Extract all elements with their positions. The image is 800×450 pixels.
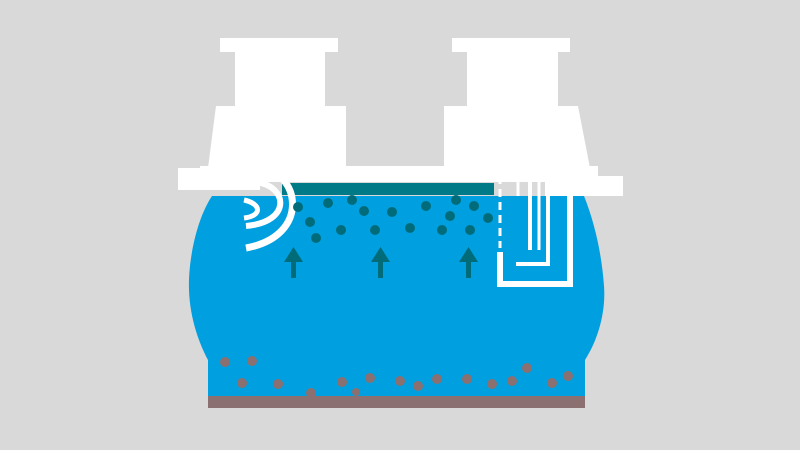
grease-droplet [347,195,357,205]
up-arrow-icon [459,247,478,278]
grease-droplets [293,195,493,243]
sludge-particle [432,374,442,384]
up-arrow-icon [371,247,390,278]
grease-droplet [293,202,303,212]
grease-droplet [421,201,431,211]
grease-droplet [305,217,315,227]
sludge-particle [507,376,517,386]
grease-droplet [311,233,321,243]
floating-grease-layer [282,183,494,195]
sediment-layer [208,396,585,408]
sludge-particle [462,374,472,384]
outlet-pipe [497,150,623,287]
sludge-particle [563,371,573,381]
grease-droplet [437,225,447,235]
sludge-particle [306,388,316,398]
grease-droplet [451,195,461,205]
grease-droplet [323,198,333,208]
grease-droplet [483,213,493,223]
sludge-particle [547,378,557,388]
sludge-particle [365,373,375,383]
rising-flow-arrows [284,247,478,278]
grease-droplet [445,211,455,221]
sludge-particle [395,376,405,386]
grease-droplet [370,225,380,235]
access-shaft-left [208,38,346,168]
grease-droplet [387,207,397,217]
inlet-pipe [178,164,296,252]
grease-droplet [359,206,369,216]
sludge-particle [413,381,423,391]
sludge-particle [522,363,532,373]
sludge-particle [220,357,230,367]
grease-droplet [336,225,346,235]
sludge-particle [273,379,283,389]
grease-droplet [405,223,415,233]
sludge-particle [352,388,360,396]
up-arrow-icon [284,247,303,278]
sludge-particle [487,379,497,389]
access-shaft-right [444,38,590,168]
sludge-particle [237,378,247,388]
grease-droplet [465,225,475,235]
sludge-particle [247,356,257,366]
sludge-particles [220,356,573,398]
grease-droplet [469,201,479,211]
sludge-particle [337,377,347,387]
